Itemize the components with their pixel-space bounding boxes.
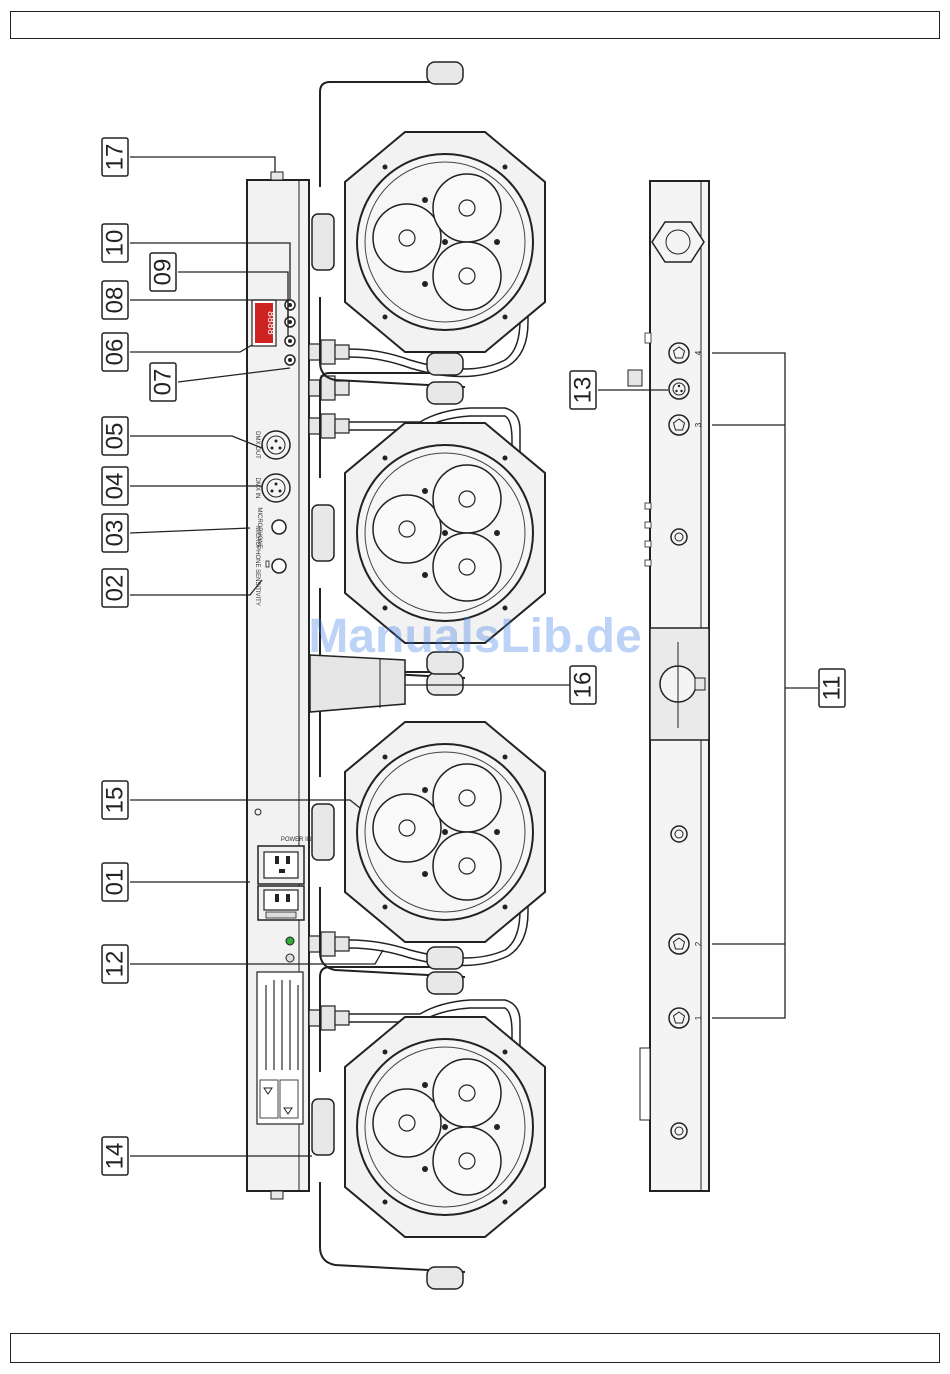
callout-label: 12 bbox=[102, 951, 129, 978]
callout-12: 12 bbox=[102, 945, 129, 983]
callout-17: 17 bbox=[102, 138, 129, 176]
callout-label: 13 bbox=[570, 377, 597, 404]
callout-label: 04 bbox=[102, 473, 129, 500]
screw-hole-3 bbox=[671, 1123, 687, 1139]
output-socket-3[interactable] bbox=[669, 415, 689, 435]
dmx-in-socket[interactable] bbox=[262, 474, 290, 502]
callout-label: 10 bbox=[102, 230, 129, 257]
callout-label: 16 bbox=[570, 672, 597, 699]
menu-button-10[interactable] bbox=[285, 300, 295, 310]
callout-15: 15 bbox=[102, 781, 129, 819]
callout-04: 04 bbox=[102, 467, 129, 505]
callout-label: 06 bbox=[102, 339, 129, 366]
power-socket[interactable] bbox=[258, 846, 304, 920]
callout-06: 06 bbox=[102, 333, 129, 371]
xlr-socket-13[interactable] bbox=[669, 379, 689, 399]
callout-label: 14 bbox=[102, 1143, 129, 1170]
callout-03: 03 bbox=[102, 514, 129, 552]
watermark: ManualsLib.de bbox=[308, 610, 641, 663]
dmx-out-socket[interactable] bbox=[262, 431, 290, 459]
warning-label bbox=[257, 972, 303, 1124]
screw-hole-2 bbox=[671, 826, 687, 842]
callout-label: 02 bbox=[102, 575, 129, 602]
callout-label: 07 bbox=[150, 369, 177, 396]
socket-number-2: 2 bbox=[694, 941, 703, 946]
output-socket-2[interactable] bbox=[669, 934, 689, 954]
display-text: 8888 bbox=[264, 311, 275, 335]
screw-hole-1 bbox=[671, 529, 687, 545]
callout-07: 07 bbox=[150, 363, 177, 401]
socket-number-1: 1 bbox=[694, 1015, 703, 1020]
power-led bbox=[286, 937, 294, 945]
callout-label: 17 bbox=[102, 144, 129, 171]
callout-13: 13 bbox=[570, 371, 597, 409]
dmx-in-label: DMX IN bbox=[254, 478, 260, 499]
rear-bar bbox=[640, 181, 709, 1191]
callout-label: 08 bbox=[102, 287, 129, 314]
callout-label: 03 bbox=[102, 520, 129, 547]
par-spot-4 bbox=[312, 947, 545, 1289]
callout-08: 08 bbox=[102, 281, 129, 319]
callout-02: 02 bbox=[102, 569, 129, 607]
led-display: 8888 bbox=[252, 300, 276, 346]
socket-number-4: 4 bbox=[694, 350, 703, 355]
output-socket-1[interactable] bbox=[669, 1008, 689, 1028]
mic-sensitivity-label: MICROPHONE SENSITIVITY bbox=[254, 526, 260, 606]
callout-05: 05 bbox=[102, 417, 129, 455]
menu-button-07[interactable] bbox=[285, 355, 295, 365]
callout-10: 10 bbox=[102, 224, 129, 262]
callout-label: 09 bbox=[150, 259, 177, 286]
output-socket-4[interactable] bbox=[669, 343, 689, 363]
callout-01: 01 bbox=[102, 863, 129, 901]
callout-label: 05 bbox=[102, 423, 129, 450]
callout-label: 15 bbox=[102, 787, 129, 814]
callout-16: 16 bbox=[570, 666, 597, 704]
menu-button-08[interactable] bbox=[285, 336, 295, 346]
callout-14: 14 bbox=[102, 1137, 129, 1175]
socket-number-3: 3 bbox=[694, 422, 703, 427]
microphone-icon bbox=[272, 520, 286, 534]
callout-label: 01 bbox=[102, 869, 129, 896]
callout-label: 11 bbox=[819, 676, 846, 701]
callout-09: 09 bbox=[150, 253, 177, 291]
mic-sensitivity-knob[interactable] bbox=[272, 559, 286, 573]
mounting-bracket bbox=[310, 655, 405, 712]
menu-button-09[interactable] bbox=[285, 317, 295, 327]
callout-11: 11 bbox=[819, 669, 846, 707]
power-in-label: POWER IN bbox=[281, 837, 311, 843]
